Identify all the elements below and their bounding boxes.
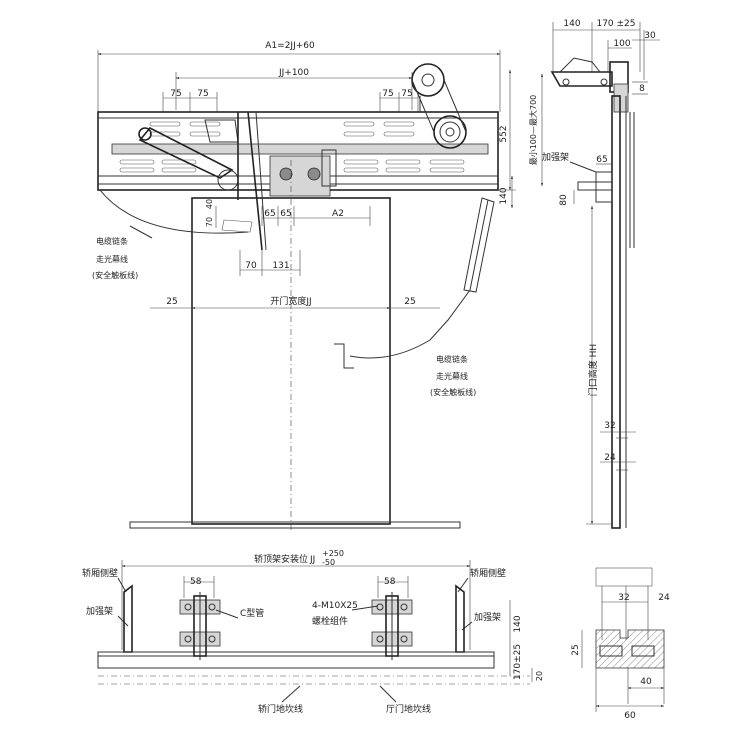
dim-140-front: 140 [499, 187, 509, 204]
sill-profile [595, 629, 665, 669]
dim-a2: A2 [332, 209, 344, 219]
install-position-value: JJ [309, 555, 315, 565]
dim-70-bottom: 70 [245, 261, 257, 271]
linkage-arm [138, 126, 234, 179]
clear-opening-label: 开门宽度JJ [270, 295, 311, 307]
dim-65-b: 65 [280, 209, 291, 219]
cable-left-2: 走光幕线 [96, 254, 128, 264]
left-cable-arc [99, 189, 249, 234]
door-side-edge [611, 95, 621, 529]
bolt-spec-label: 4-M10X25 [312, 601, 358, 611]
side-dim-65: 65 [596, 155, 607, 165]
dim-70-left: 70 [205, 217, 214, 227]
left-clamp-assembly: 58 [179, 576, 221, 660]
side-range-label: 最小100—最大700 [528, 95, 538, 166]
bottom-dim-20: 20 [535, 671, 544, 681]
bottom-plan-view: 轿顶架安装位 JJ +250 -50 轿厢侧壁 加强架 轿厢侧壁 加强架 58 [82, 549, 544, 715]
side-bracket-label: 加强架 [542, 152, 569, 163]
sill-dim-32: 32 [618, 593, 629, 603]
dim-40-left: 40 [205, 199, 214, 209]
bolt-assembly-label: 螺栓组件 [312, 615, 348, 627]
dim-65-a: 65 [264, 209, 275, 219]
install-tol-lower: -50 [322, 558, 335, 567]
sill-dim-40: 40 [640, 677, 652, 687]
dim-75-a: 75 [170, 89, 181, 99]
side-dim-170: 170 ±25 [596, 19, 635, 29]
overall-width-label: A1=2JJ+60 [265, 41, 315, 51]
side-view: 140 170 ±25 100 30 8 最小100—最大700 加强架 [528, 19, 660, 529]
cable-left-1: 电缆链条 [96, 236, 128, 246]
bottom-dim-170: 170±25 [513, 644, 523, 680]
header-slots [119, 121, 465, 173]
door-sill [129, 521, 461, 529]
sill-section-view: 32 24 25 40 60 [571, 567, 670, 721]
bottom-dim-140: 140 [513, 615, 523, 632]
side-dim-30: 30 [644, 31, 656, 41]
sill-dim-24: 24 [658, 593, 670, 603]
dim-58-left: 58 [190, 577, 202, 587]
side-dim-32: 32 [604, 421, 615, 431]
dim-25-right: 25 [404, 297, 415, 307]
install-position-label: 轿顶架安装位 [254, 553, 308, 565]
dim-131: 131 [272, 261, 289, 271]
cable-right-2: 走光幕线 [436, 371, 468, 381]
dim-75-c: 75 [382, 89, 393, 99]
left-pulley [138, 127, 152, 141]
right-bracket-label: 加强架 [474, 612, 501, 623]
car-sill-label: 轿门地坎线 [258, 703, 303, 715]
sill-dim-60: 60 [624, 711, 636, 721]
side-dim-100: 100 [613, 39, 630, 49]
dim-25-left: 25 [166, 297, 177, 307]
right-car-wall-label: 轿厢侧壁 [470, 567, 506, 579]
side-dim-140: 140 [563, 19, 580, 29]
header-width-label: JJ+100 [278, 68, 309, 78]
side-dim-80: 80 [559, 194, 569, 206]
dim-552: 552 [499, 125, 509, 142]
cable-right-3: (安全触板线) [430, 387, 476, 397]
left-bracket-label: 加强架 [86, 606, 113, 617]
side-height-label: 门口高度 HH [587, 344, 599, 396]
side-dim-24: 24 [604, 453, 616, 463]
install-tol-upper: +250 [322, 549, 344, 558]
sill-dim-25: 25 [571, 644, 581, 655]
right-clamp-assembly: 58 [371, 576, 413, 660]
right-cable-chain [349, 199, 489, 359]
dim-75-b: 75 [197, 89, 208, 99]
landing-sill-label: 厅门地坎线 [386, 703, 431, 715]
dim-58-right: 58 [384, 577, 396, 587]
dim-75-d: 75 [401, 89, 412, 99]
door-hanger [269, 155, 331, 197]
front-elevation-view: A1=2JJ+60 JJ+100 75 75 75 75 [92, 41, 516, 530]
cable-left-3: (安全触板线) [92, 270, 138, 280]
cable-right-1: 电缆链条 [436, 354, 468, 364]
left-car-wall-label: 轿厢侧壁 [82, 567, 118, 579]
c-channel-label: C型管 [240, 607, 264, 619]
side-dim-8: 8 [639, 84, 645, 94]
